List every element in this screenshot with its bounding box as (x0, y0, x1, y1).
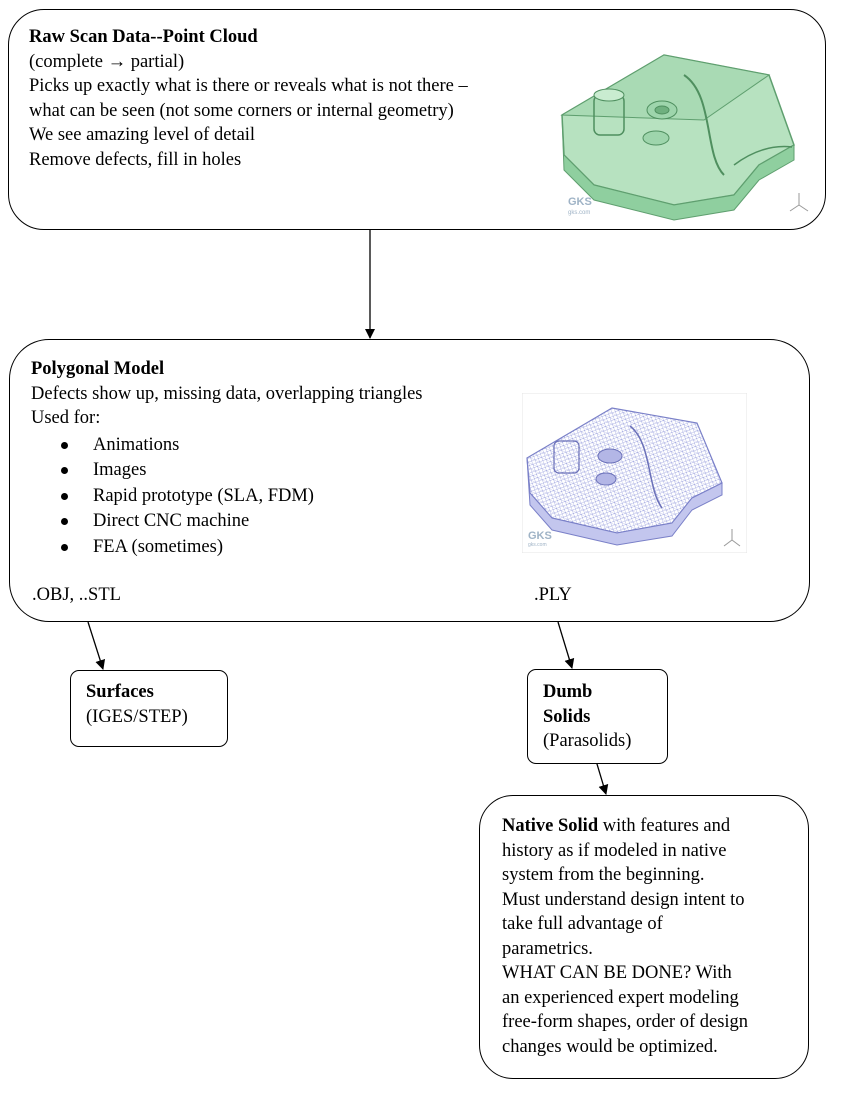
surfaces-title: Surfaces (86, 682, 154, 702)
native-solid-line: history as if modeled in native (502, 840, 727, 861)
gks-watermark-sub: gks.com (568, 210, 590, 216)
list-item: Direct CNC machine (31, 509, 423, 535)
native-solid-first-line-rest: with features and (598, 816, 731, 836)
gks-watermark-sub: gks.com (528, 542, 547, 548)
surfaces-box: Surfaces (IGES/STEP) (70, 670, 228, 747)
native-solid-title: Native Solid (502, 816, 599, 836)
bullet-icon (61, 467, 68, 474)
dumb-solids-title: Dumb (543, 682, 593, 702)
raw-scan-line: We see amazing level of detail (29, 125, 256, 145)
dumb-solids-box: Dumb Solids (Parasolids) (527, 669, 668, 764)
formats-left: .OBJ, ..STL (32, 585, 121, 605)
native-solid-line: take full advantage of (502, 914, 663, 934)
bullet-icon (61, 492, 68, 500)
native-solid-line: parametrics. (502, 938, 593, 959)
native-solid-box: Native Solid with features and history a… (479, 795, 809, 1079)
list-item: FEA (sometimes) (31, 535, 423, 561)
list-item-label: Direct CNC machine (93, 511, 250, 531)
axis-triad-icon (789, 193, 809, 212)
dumb-solids-title: Solids (543, 706, 591, 727)
gks-watermark: GKS (528, 530, 552, 542)
polygonal-defects-line: Defects show up, missing data, overlappi… (31, 383, 423, 404)
arrow-polygonal-to-dumb-solids (557, 621, 575, 669)
polygon-mesh-render-image: GKS gks.com (522, 393, 747, 553)
raw-scan-box: Raw Scan Data--Point Cloud (complete → p… (8, 9, 826, 230)
bullet-icon (61, 518, 68, 525)
native-solid-line: free-form shapes, order of design (502, 1012, 749, 1032)
bullet-icon (61, 543, 68, 551)
subtitle-suffix: partial) (126, 51, 185, 72)
used-for-label: Used for: (31, 408, 101, 428)
list-item: Images (31, 458, 423, 484)
bullet-icon (61, 441, 68, 449)
native-solid-line: an experienced expert modeling (502, 987, 739, 1008)
list-item-label: FEA (sometimes) (93, 536, 224, 557)
raw-scan-subtitle: (complete → partial) (29, 50, 468, 75)
dumb-solids-format: (Parasolids) (543, 731, 632, 751)
list-item-label: Images (93, 460, 147, 480)
native-solid-line: system from the beginning. (502, 865, 705, 885)
native-solid-line: changes would be optimized. (502, 1036, 718, 1057)
formats-right: .PLY (534, 585, 572, 605)
raw-scan-line: Picks up exactly what is there or reveal… (29, 76, 468, 96)
raw-scan-line: what can be seen (not some corners or in… (29, 100, 454, 121)
polygonal-model-box: Polygonal Model Defects show up, missing… (9, 339, 810, 622)
surfaces-formats: (IGES/STEP) (86, 706, 188, 727)
list-item-label: Animations (93, 434, 180, 455)
right-arrow-icon: → (107, 51, 127, 72)
list-item: Rapid prototype (SLA, FDM) (31, 484, 423, 510)
list-item-label: Rapid prototype (SLA, FDM) (93, 485, 314, 506)
native-solid-first-line: Native Solid with features and (502, 814, 748, 839)
native-solid-line: WHAT CAN BE DONE? With (502, 963, 732, 983)
uses-list: Animations Images Rapid prototype (SLA, … (31, 433, 423, 561)
point-cloud-render-image: GKS gks.com (560, 54, 809, 221)
list-item: Animations (31, 433, 423, 459)
native-solid-line: Must understand design intent to (502, 889, 745, 910)
gks-watermark: GKS (568, 196, 592, 208)
raw-scan-title: Raw Scan Data--Point Cloud (29, 27, 258, 47)
axis-triad-icon (723, 529, 741, 547)
subtitle-prefix: (complete (29, 51, 108, 72)
raw-scan-line: Remove defects, fill in holes (29, 149, 242, 170)
polygonal-title: Polygonal Model (31, 359, 165, 379)
arrow-polygonal-to-surfaces (87, 621, 106, 670)
